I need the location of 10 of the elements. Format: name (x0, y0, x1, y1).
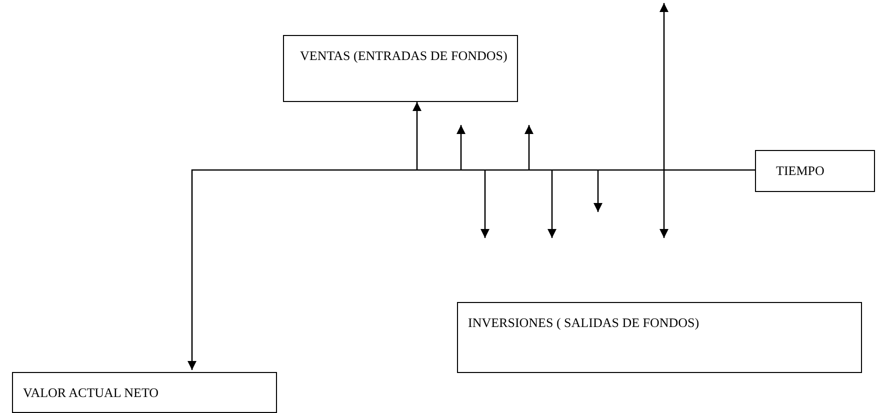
time-box (755, 150, 875, 192)
sales-box (283, 35, 518, 102)
box-label: INVERSIONES ( SALIDAS DE FONDOS) (468, 315, 700, 331)
box-label: VALOR ACTUAL NETO (23, 385, 159, 401)
box-label: TIEMPO (776, 163, 824, 179)
box-label: VENTAS (ENTRADAS DE FONDOS) (300, 48, 508, 64)
net-present-value-box (12, 372, 277, 413)
investments-box (457, 302, 862, 373)
arrow (188, 169, 755, 370)
arrow (412, 102, 422, 170)
